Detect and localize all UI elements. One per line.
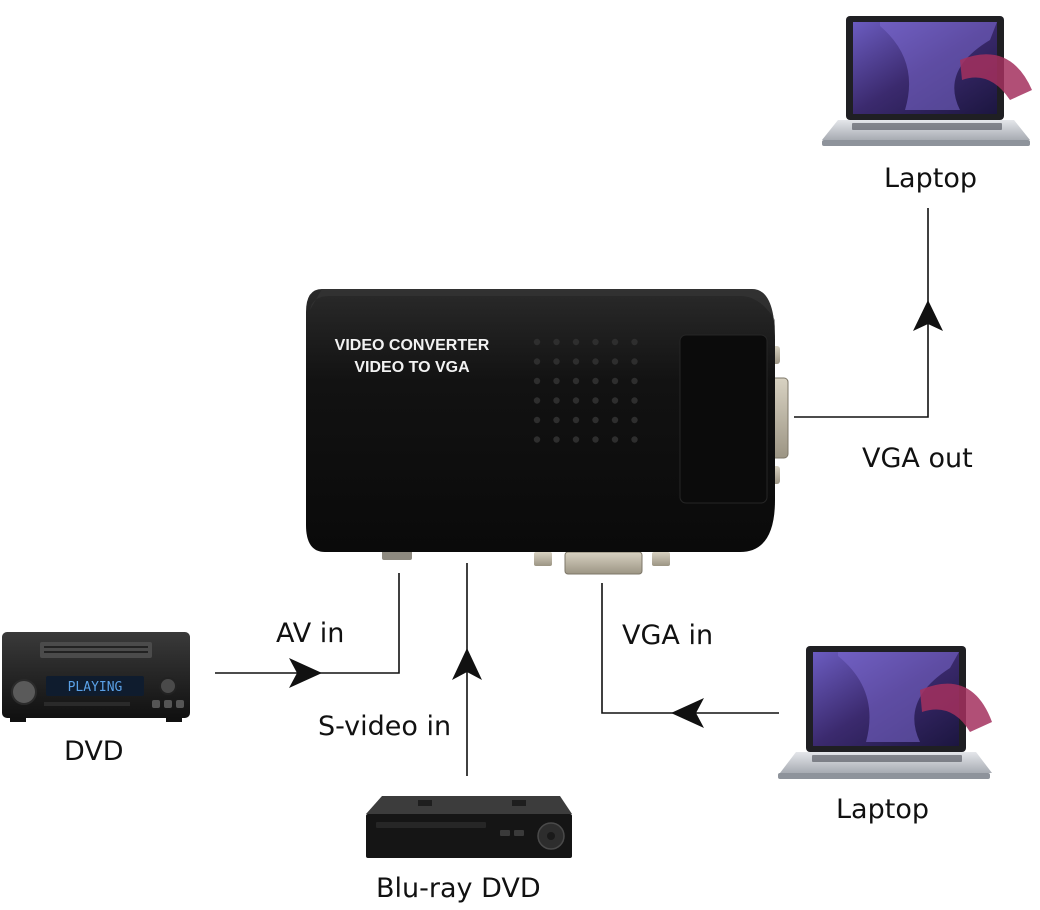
label-av-in: AV in bbox=[276, 618, 345, 649]
vent-hole bbox=[611, 377, 619, 385]
av-in-line bbox=[215, 573, 400, 674]
converter-title-line2: VIDEO TO VGA bbox=[354, 359, 470, 376]
vent-hole bbox=[592, 397, 599, 404]
vent-hole bbox=[533, 358, 541, 365]
s-video-in-arrow-icon bbox=[452, 648, 482, 680]
vent-hole bbox=[533, 377, 541, 385]
label-vga-in: VGA in bbox=[622, 620, 714, 651]
vent-hole bbox=[631, 358, 638, 365]
dvd-volume-knob bbox=[11, 679, 37, 705]
label-blu-ray-dvd: Blu-ray DVD bbox=[376, 873, 541, 904]
vent-hole bbox=[553, 358, 560, 365]
vent-hole bbox=[611, 338, 619, 346]
vga-in-port bbox=[564, 551, 643, 575]
vent-hole bbox=[572, 358, 580, 365]
laptop-top bbox=[822, 16, 1032, 146]
vent-hole bbox=[611, 358, 619, 365]
label-vga-out: VGA out bbox=[862, 443, 973, 474]
vent-hole bbox=[553, 436, 560, 443]
vent-hole bbox=[592, 377, 599, 385]
vent-hole bbox=[533, 416, 541, 424]
vent-hole bbox=[572, 377, 580, 385]
vent-hole bbox=[553, 397, 560, 404]
vent-hole bbox=[631, 377, 638, 385]
label-laptop-top: Laptop bbox=[884, 163, 977, 194]
vent-hole bbox=[592, 436, 599, 443]
converter-end-cap bbox=[679, 334, 768, 504]
vent-hole bbox=[631, 416, 638, 424]
dvd-display-text: PLAYING bbox=[68, 680, 123, 695]
vga-out-arrow-icon bbox=[913, 300, 943, 331]
vent-hole bbox=[533, 436, 541, 443]
vga-in-arrow-icon bbox=[671, 698, 704, 728]
vent-hole bbox=[631, 338, 638, 346]
converter-title-line1: VIDEO CONVERTER bbox=[335, 337, 490, 354]
converter-body bbox=[306, 289, 775, 552]
vent-hole bbox=[611, 436, 619, 443]
label-dvd: DVD bbox=[64, 736, 124, 767]
vga-in-line bbox=[601, 583, 779, 714]
vent-hole bbox=[533, 397, 541, 404]
dvd-power-knob bbox=[159, 677, 177, 695]
vent-hole bbox=[553, 338, 560, 346]
blu-ray-top bbox=[366, 796, 572, 814]
vent-hole bbox=[631, 397, 638, 404]
vent-hole bbox=[592, 338, 599, 346]
vent-hole bbox=[572, 338, 580, 346]
vga-out-line bbox=[794, 208, 929, 418]
vent-hole bbox=[572, 416, 580, 424]
dvd-display bbox=[46, 676, 144, 696]
vent-hole bbox=[572, 397, 580, 404]
blu-ray-player bbox=[366, 796, 572, 858]
av-in-arrow-icon bbox=[289, 658, 322, 688]
laptop-bottom bbox=[778, 646, 992, 779]
video-converter-box: VIDEO CONVERTER VIDEO TO VGA bbox=[306, 289, 789, 575]
vent-hole bbox=[572, 436, 580, 443]
vent-hole bbox=[533, 338, 541, 346]
av-jack bbox=[382, 550, 412, 560]
vent-hole bbox=[553, 377, 560, 385]
vent-hole bbox=[592, 416, 599, 424]
arrows bbox=[289, 300, 943, 728]
dvd-player: PLAYING bbox=[2, 632, 190, 722]
vent-hole bbox=[611, 416, 619, 424]
s-video-port bbox=[534, 552, 552, 566]
vent-grille bbox=[533, 338, 638, 443]
vent-hole bbox=[553, 416, 560, 424]
vent-hole bbox=[611, 397, 619, 404]
vent-hole bbox=[631, 436, 638, 443]
label-s-video-in: S-video in bbox=[318, 711, 452, 742]
av-port bbox=[652, 552, 670, 566]
label-laptop-bottom: Laptop bbox=[836, 794, 929, 825]
vent-hole bbox=[592, 358, 599, 365]
